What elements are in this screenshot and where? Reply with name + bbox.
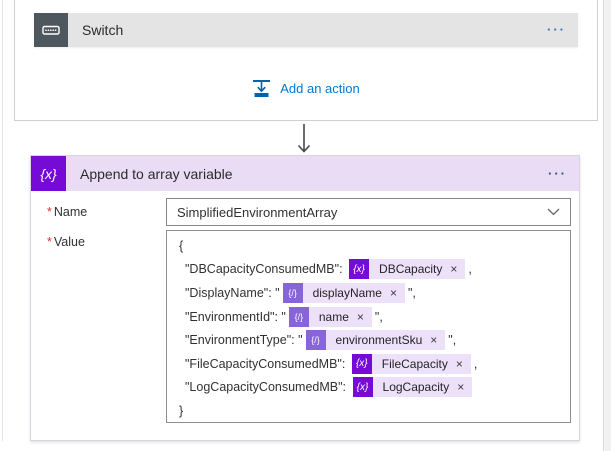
name-label-text: Name — [53, 205, 88, 219]
append-card-title: Append to array variable — [80, 165, 233, 182]
code-text: "DisplayName": " — [185, 285, 280, 300]
connector-arrow-icon — [293, 124, 315, 154]
variable-icon: {x} — [351, 353, 372, 374]
append-menu-button[interactable]: ··· — [548, 165, 567, 181]
switch-menu-button[interactable]: ··· — [547, 22, 566, 37]
code-text: ", — [374, 309, 383, 324]
variable-name-dropdown[interactable] — [166, 198, 571, 226]
value-label-text: Value — [53, 235, 85, 249]
dynamic-token[interactable]: {/} displayName × — [282, 282, 405, 303]
add-action-label: Add an action — [280, 81, 360, 96]
value-field-label: *Value — [47, 235, 85, 249]
append-card-body: *Name *Value {"DBCapacityConsumedMB": {x… — [31, 191, 579, 440]
code-text: "DBCapacityConsumedMB": — [185, 262, 347, 277]
code-text: , — [468, 262, 472, 277]
token-body: LogCapacity × — [372, 377, 473, 398]
code-text: } — [179, 403, 184, 418]
code-text: "EnvironmentType": " — [185, 333, 303, 348]
append-card-header[interactable]: {x} Append to array variable ··· — [31, 156, 579, 191]
value-editor[interactable]: {"DBCapacityConsumedMB": {x} DBCapacity ×,… — [166, 230, 571, 423]
code-text: ", — [448, 333, 457, 348]
canvas-edge-line — [2, 0, 3, 441]
dynamic-icon: {/} — [305, 330, 326, 351]
required-marker: * — [47, 205, 52, 219]
dynamic-token[interactable]: {/} name × — [288, 306, 372, 327]
required-marker: * — [47, 235, 52, 249]
remove-token-icon[interactable]: × — [457, 380, 465, 395]
code-text: "EnvironmentId": " — [185, 309, 286, 324]
add-action-button[interactable]: Add an action — [15, 79, 597, 98]
variable-icon: {x} — [352, 377, 373, 398]
code-line: } — [177, 399, 562, 422]
chevron-down-icon[interactable] — [537, 208, 570, 216]
variable-token[interactable]: {x} FileCapacity × — [351, 353, 471, 374]
switch-scope-container: Switch ··· Add an action — [14, 0, 598, 121]
token-body: displayName × — [302, 282, 405, 303]
code-line: "DisplayName": "{/} displayName × ", — [177, 281, 562, 305]
token-label: LogCapacity — [382, 380, 450, 395]
variable-icon: {x} — [349, 259, 370, 280]
token-label: environmentSku — [335, 333, 423, 348]
remove-token-icon[interactable]: × — [430, 333, 438, 348]
code-line: "FileCapacityConsumedMB": {x}FileCapacit… — [177, 352, 562, 376]
code-text: { — [179, 238, 184, 253]
token-label: FileCapacity — [381, 356, 448, 371]
append-to-array-variable-card: {x} Append to array variable ··· *Name *… — [30, 155, 580, 441]
token-label: displayName — [312, 285, 382, 300]
dynamic-token[interactable]: {/} environmentSku × — [305, 330, 446, 351]
variable-token[interactable]: {x} DBCapacity × — [349, 259, 466, 280]
remove-token-icon[interactable]: × — [356, 309, 364, 324]
token-body: environmentSku × — [325, 330, 446, 351]
token-body: name × — [308, 306, 372, 327]
code-line: { — [177, 234, 562, 258]
variable-token[interactable]: {x} LogCapacity × — [352, 377, 473, 398]
remove-token-icon[interactable]: × — [389, 285, 397, 300]
code-text: "LogCapacityConsumedMB": — [185, 380, 350, 395]
switch-action-card[interactable]: Switch ··· — [34, 13, 578, 47]
token-label: DBCapacity — [379, 262, 443, 277]
token-body: DBCapacity × — [369, 259, 466, 280]
variable-action-icon: {x} — [31, 156, 66, 191]
code-line: "LogCapacityConsumedMB": {x} LogCapacity × — [177, 376, 562, 400]
code-line: "EnvironmentType": "{/} environmentSku × ", — [177, 328, 562, 352]
remove-token-icon[interactable]: × — [455, 356, 463, 371]
code-text: "FileCapacityConsumedMB": — [185, 356, 349, 371]
code-line: "DBCapacityConsumedMB": {x} DBCapacity ×, — [177, 258, 562, 282]
dynamic-icon: {/} — [282, 282, 303, 303]
code-text: , — [473, 356, 478, 371]
code-line: "EnvironmentId": "{/} name × ", — [177, 305, 562, 329]
token-label: name — [318, 309, 349, 324]
vertical-scrollbar-track[interactable] — [603, 0, 611, 451]
name-field-label: *Name — [47, 205, 87, 219]
add-action-icon — [252, 79, 271, 98]
dynamic-icon: {/} — [288, 306, 309, 327]
switch-card-title: Switch — [82, 22, 124, 38]
remove-token-icon[interactable]: × — [450, 262, 458, 277]
code-text: ", — [407, 285, 416, 300]
variable-name-input[interactable] — [167, 204, 537, 220]
switch-icon — [34, 13, 68, 47]
token-body: FileCapacity × — [371, 353, 471, 374]
